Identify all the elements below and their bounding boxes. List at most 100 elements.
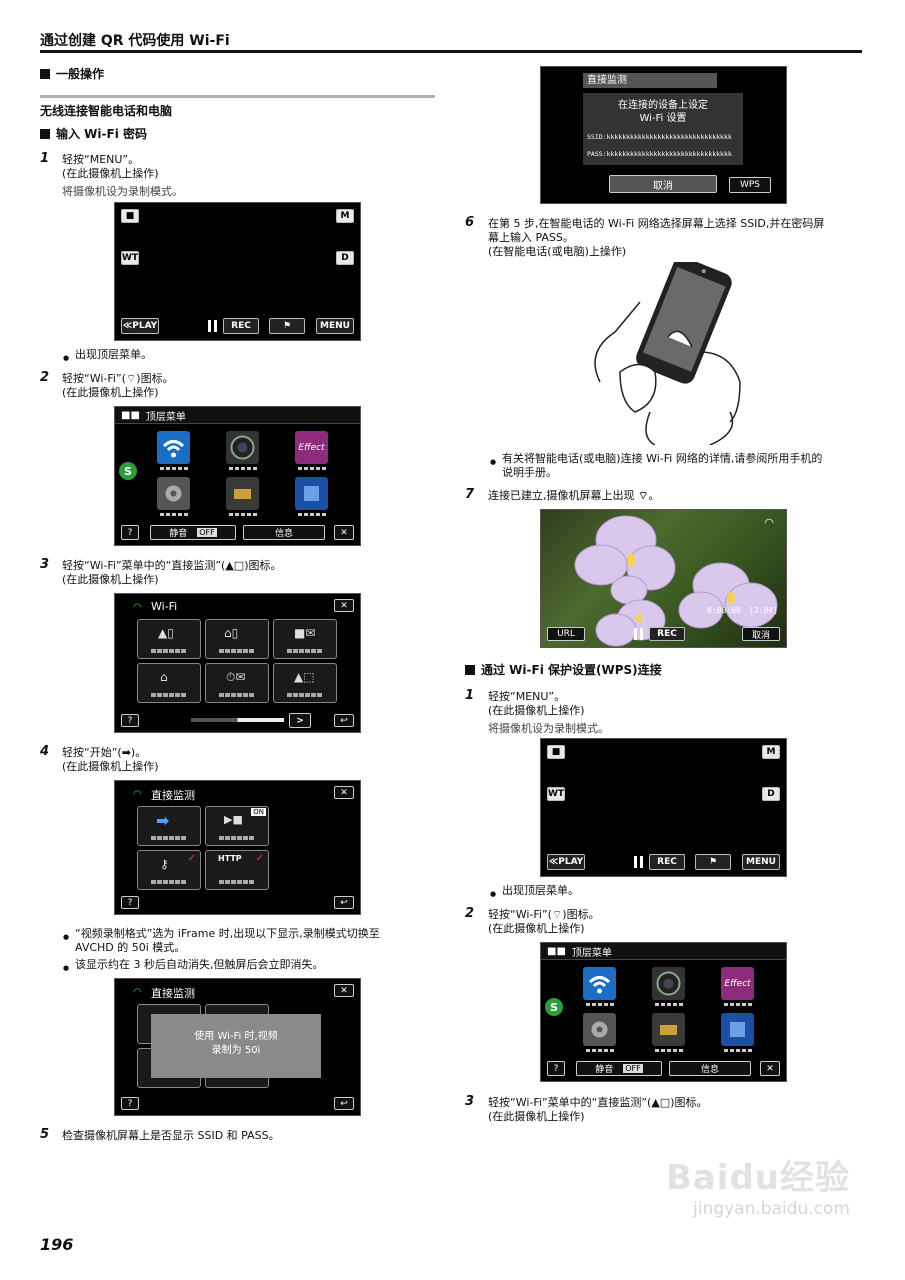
info-button[interactable]: 信息	[243, 525, 325, 540]
help-button[interactable]: ?	[121, 896, 139, 909]
home-monitor-tile[interactable]: ⌂▯	[205, 619, 269, 659]
close-button[interactable]: ✕	[334, 525, 354, 540]
step-text: (在此摄像机上操作)	[488, 922, 585, 935]
step-bullet: 该显示约在 3 秒后自动消失,但触屏后会立即消失。	[63, 958, 323, 975]
menu-button[interactable]: MENU	[316, 318, 354, 334]
upload-tile[interactable]: ▲⬚	[273, 663, 337, 703]
step-number: 1	[40, 151, 50, 166]
camera-mode-icon[interactable]: ■	[547, 745, 565, 759]
play-button[interactable]: ≪PLAY	[547, 854, 585, 870]
page-number: 196	[40, 1235, 74, 1254]
camera-mode-icon[interactable]: ■	[121, 209, 139, 223]
help-button[interactable]: ?	[121, 525, 139, 540]
arrow-right-icon: ➡	[121, 746, 131, 759]
close-button[interactable]: ✕	[334, 786, 354, 799]
gear-icon	[591, 1021, 608, 1038]
hdmi-tile[interactable]	[652, 1013, 685, 1046]
camera-icon: ■■	[121, 409, 140, 421]
rec-mode-screen: ■ M WT D ≪PLAY REC ⚑ MENU	[114, 202, 361, 341]
step-text: 说明手册。	[502, 466, 557, 479]
lens-tile[interactable]	[652, 967, 685, 1000]
wt-button[interactable]: WT	[547, 787, 565, 801]
step-bullet: 有关将智能电话(或电脑)连接 Wi-Fi 网络的详情,请参阅所用手机的	[490, 452, 822, 469]
step-text: (在智能电话(或电脑)上操作)	[488, 245, 627, 258]
m-button[interactable]: M	[762, 745, 780, 759]
page-indicator	[191, 718, 284, 722]
password-tile[interactable]: ⚷✓	[137, 850, 201, 890]
subsection-rule	[40, 95, 435, 98]
media-tile[interactable]	[295, 477, 328, 510]
cancel-button[interactable]: 取消	[609, 175, 717, 193]
screen-title: Wi-Fi	[151, 600, 178, 613]
wifi-icon	[162, 440, 185, 458]
close-button[interactable]: ✕	[760, 1061, 780, 1076]
watermark-logo: Baidu经验	[665, 1158, 850, 1198]
pause-icon	[634, 628, 643, 640]
screen-title: 直接监测	[151, 987, 195, 1000]
mail-tile[interactable]: ⏱✉	[205, 663, 269, 703]
step-bullet: “视频录制格式”选为 iFrame 时,出现以下显示,录制模式切换至	[63, 927, 380, 944]
step-text: 轻按“MENU”。	[488, 690, 566, 703]
wifi-icon: ⌔	[551, 908, 563, 921]
wifi-tile[interactable]	[157, 431, 190, 464]
play-button[interactable]: ≪PLAY	[121, 318, 159, 334]
step-text: 将摄像机设为录制模式。	[62, 185, 183, 198]
back-button[interactable]: ↩	[334, 1097, 354, 1110]
info-button[interactable]: 信息	[669, 1061, 751, 1076]
back-button[interactable]: ↩	[334, 896, 354, 909]
rec-button[interactable]: REC	[223, 318, 259, 334]
section-heading: 一般操作	[40, 65, 104, 82]
video-mail-tile[interactable]: ■✉	[273, 619, 337, 659]
ssid-screen: 直接监测 在连接的设备上设定 Wi-Fi 设置 SSID:kkkkkkkkkkk…	[540, 66, 787, 204]
rec-button[interactable]: REC	[649, 627, 685, 641]
cancel-button[interactable]: 取消	[742, 627, 780, 641]
flag-button[interactable]: ⚑	[269, 318, 305, 334]
step-bullet: 出现顶层菜单。	[63, 348, 152, 365]
close-button[interactable]: ✕	[334, 599, 354, 612]
http-tile[interactable]: HTTP✓	[205, 850, 269, 890]
wps-button[interactable]: WPS	[729, 177, 771, 193]
help-button[interactable]: ?	[121, 714, 139, 727]
rec-button[interactable]: REC	[649, 854, 685, 870]
wifi-tile[interactable]	[583, 967, 616, 1000]
m-button[interactable]: M	[336, 209, 354, 223]
hdmi-tile[interactable]	[226, 477, 259, 510]
lens-tile[interactable]	[226, 431, 259, 464]
wifi-icon: ◠	[133, 789, 142, 800]
settings-tile[interactable]	[583, 1013, 616, 1046]
page-header-title: 通过创建 QR 代码使用 Wi-Fi	[40, 33, 230, 49]
wt-button[interactable]: WT	[121, 251, 139, 265]
url-button[interactable]: URL	[547, 627, 585, 641]
scroll-icon[interactable]: S	[545, 998, 563, 1016]
next-button[interactable]: >	[289, 713, 311, 728]
effect-tile[interactable]: Effect	[295, 431, 328, 464]
wifi-icon: ◠	[133, 987, 142, 998]
flag-button[interactable]: ⚑	[695, 854, 731, 870]
remote-on-tile[interactable]: ▶■ON	[205, 806, 269, 846]
help-button[interactable]: ?	[547, 1061, 565, 1076]
help-button[interactable]: ?	[121, 1097, 139, 1110]
d-button[interactable]: D	[336, 251, 354, 265]
notice-popup[interactable]: 使用 Wi-Fi 时,视频 录制为 50i	[151, 1014, 321, 1078]
remaining-time: [2:04]	[749, 606, 778, 615]
time-code: 0:00:00	[707, 606, 741, 615]
effect-tile[interactable]: Effect	[721, 967, 754, 1000]
back-button[interactable]: ↩	[334, 714, 354, 727]
cable-icon	[660, 1025, 677, 1035]
indoor-tile[interactable]: ⌂	[137, 663, 201, 703]
d-button[interactable]: D	[762, 787, 780, 801]
close-button[interactable]: ✕	[334, 984, 354, 997]
settings-tile[interactable]	[157, 477, 190, 510]
arrow-right-icon: ➡	[156, 811, 170, 830]
media-tile[interactable]	[721, 1013, 754, 1046]
menu-button[interactable]: MENU	[742, 854, 780, 870]
header-rule	[40, 50, 862, 53]
key-icon: ⚷	[160, 857, 169, 871]
card-icon	[304, 486, 319, 501]
start-tile[interactable]: ➡	[137, 806, 201, 846]
direct-monitor-tile[interactable]: ▲▯	[137, 619, 201, 659]
scroll-icon[interactable]: S	[119, 462, 137, 480]
